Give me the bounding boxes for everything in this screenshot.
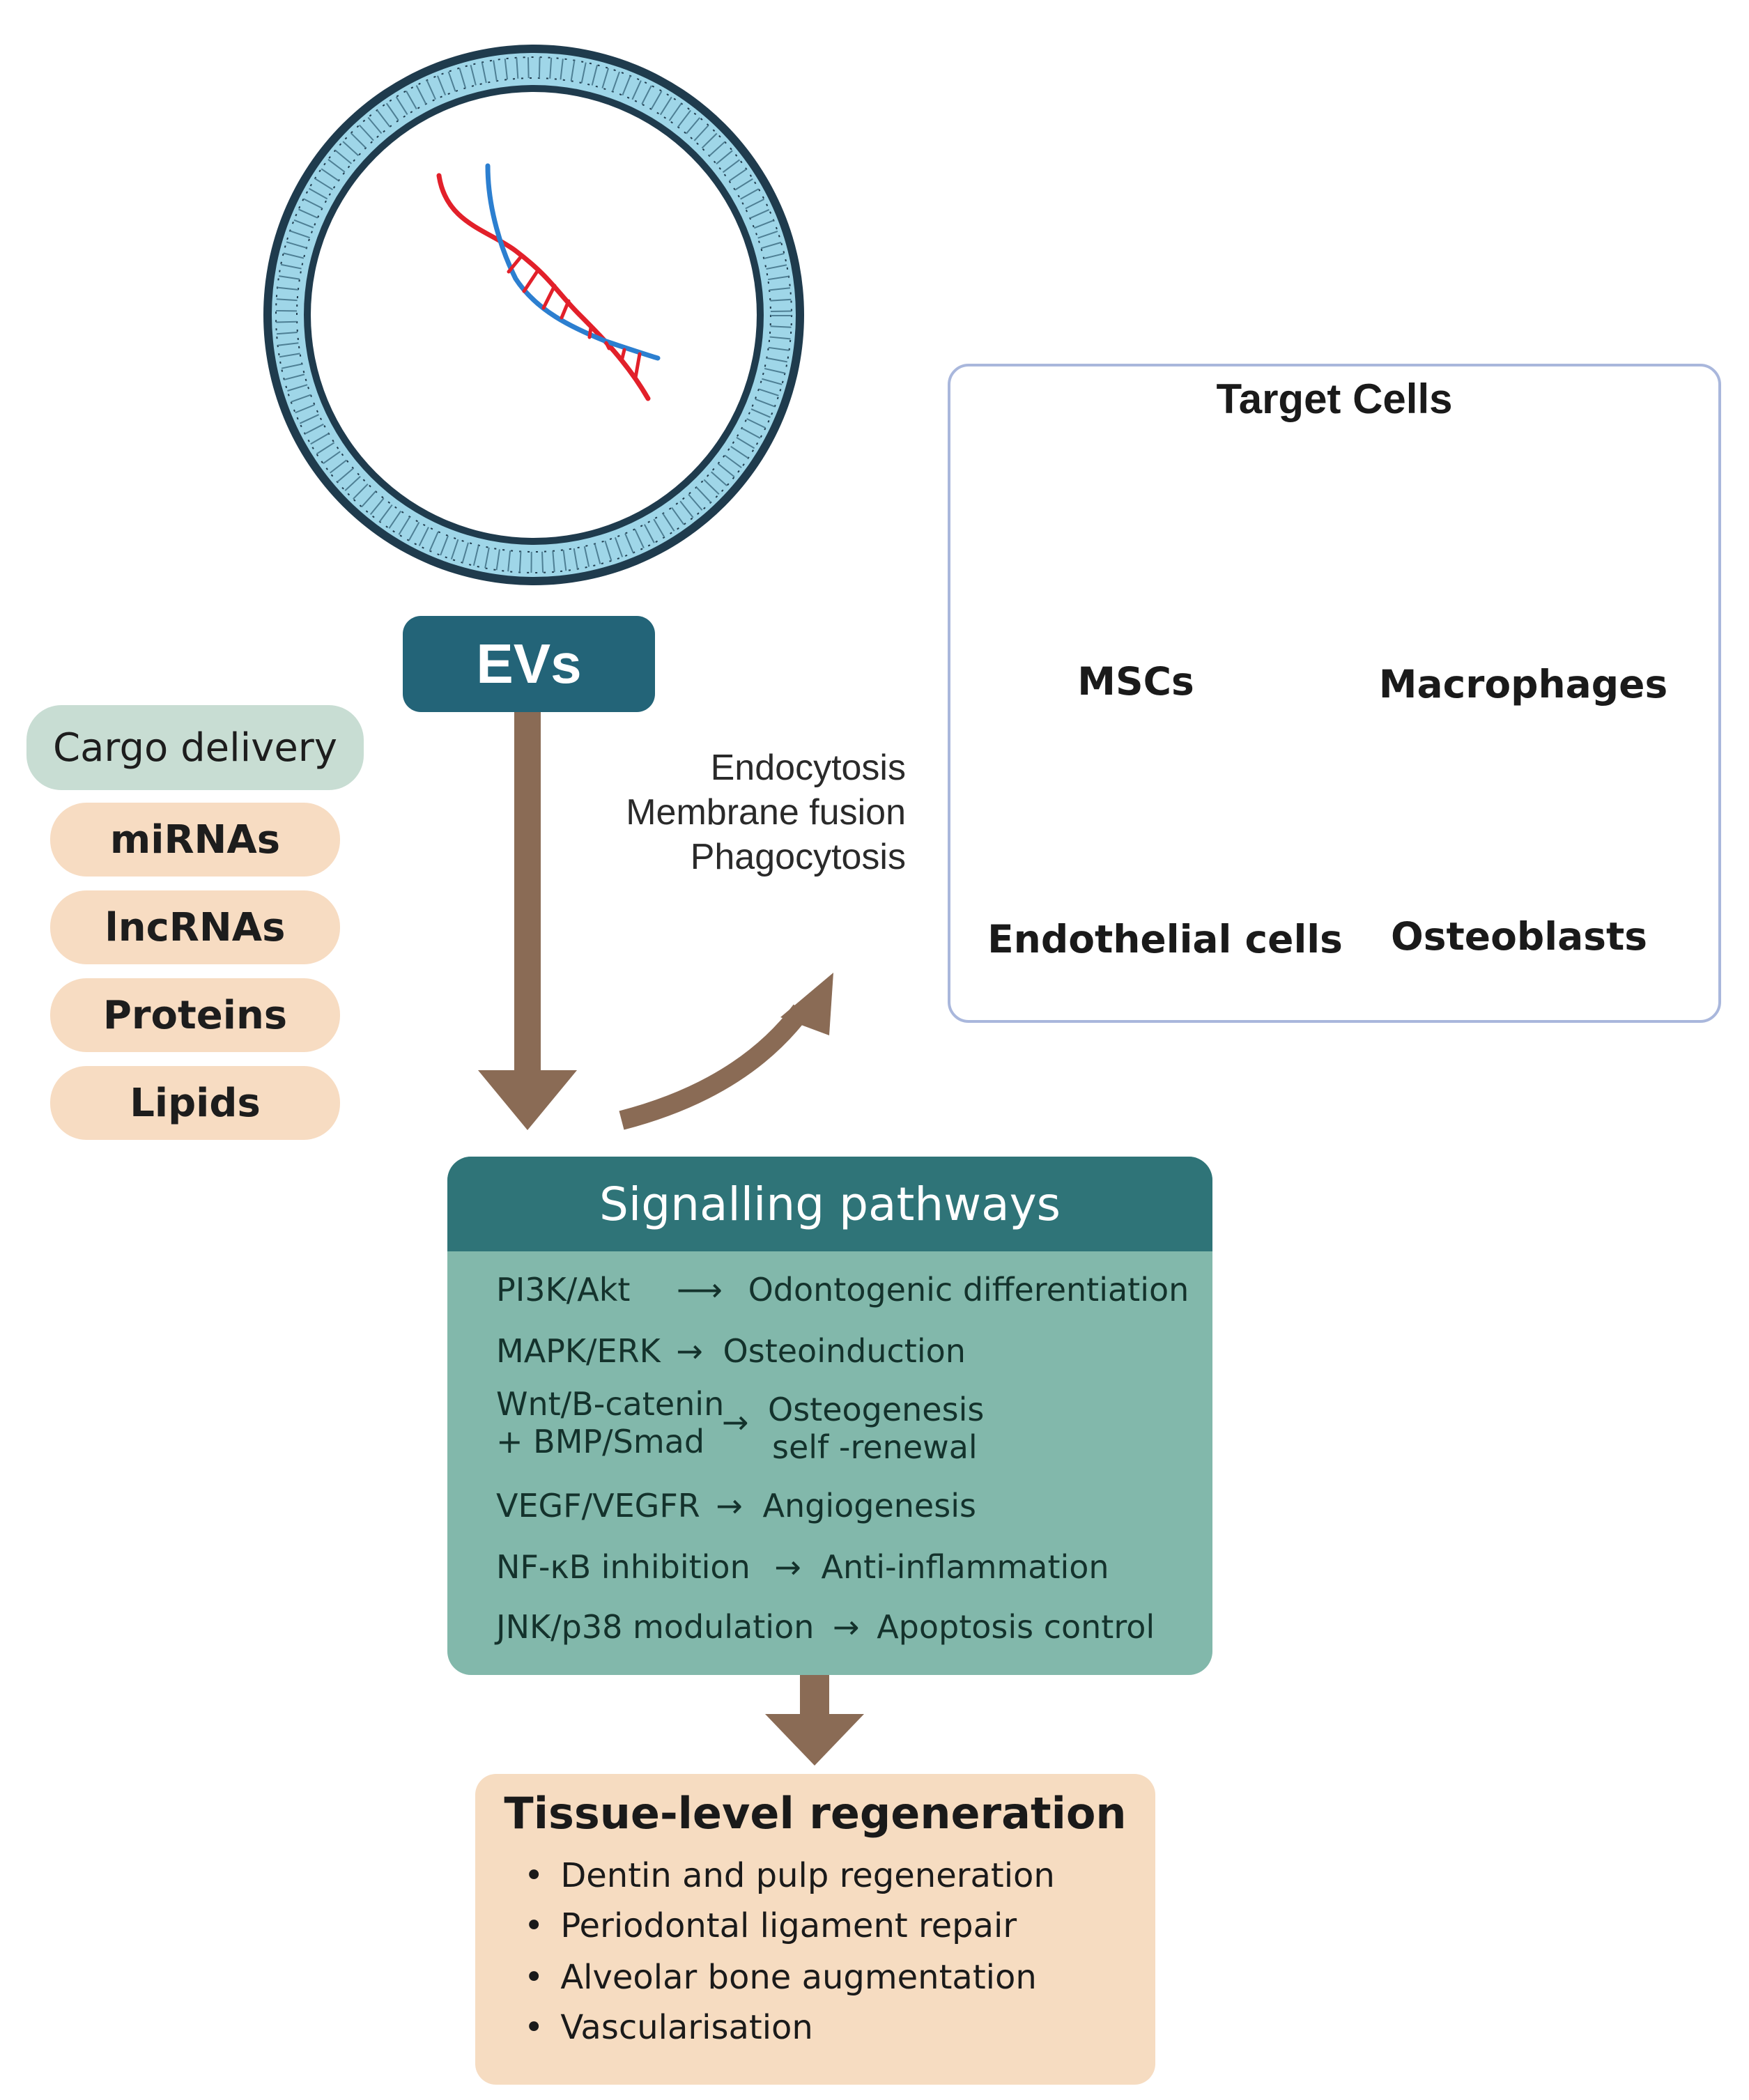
bullet-icon: •: [524, 1958, 544, 1997]
tissue-regeneration-title: Tissue-level regeneration: [504, 1788, 1127, 1839]
tissue-outcome-text: Alveolar bone augmentation: [560, 1958, 1037, 1997]
pathway-row: VEGF/VEGFR → Angiogenesis: [496, 1487, 976, 1524]
pathway-arrow-icon: →: [716, 1487, 743, 1524]
pathway-name: VEGF/VEGFR: [496, 1487, 700, 1524]
cargo-item-proteins: Proteins: [50, 978, 340, 1052]
cargo-item-lncrnas: lncRNAs: [50, 890, 340, 964]
pathway-arrow-icon: →: [676, 1332, 703, 1370]
tissue-outcome-item: • Dentin and pulp regeneration: [524, 1856, 1055, 1895]
pathway-name: PI3K/Akt: [496, 1271, 631, 1308]
ev-label: EVs: [403, 616, 655, 712]
bullet-icon: •: [524, 1906, 544, 1945]
target-cells-panel: [948, 364, 1721, 1023]
tissue-outcome-text: Periodontal ligament repair: [560, 1906, 1017, 1945]
bullet-icon: •: [524, 2008, 544, 2047]
tissue-outcome-text: Vascularisation: [560, 2008, 813, 2047]
pathway-row: NF-κB inhibition → Anti-inflammation: [496, 1548, 1109, 1586]
pathway-name-secondary: + BMP/Smad: [496, 1423, 705, 1460]
pathway-outcome: Odontogenic differentiation: [748, 1271, 1189, 1308]
pathway-name: JNK/p38 modulation: [496, 1608, 815, 1646]
pathway-row: JNK/p38 modulation → Apoptosis control: [496, 1608, 1155, 1646]
mechanism-membrane-fusion: Membrane fusion: [626, 792, 906, 833]
pathway-arrow-icon: →: [774, 1548, 801, 1586]
tissue-outcome-item: • Alveolar bone augmentation: [524, 1958, 1037, 1997]
pathway-name: Wnt/B-catenin: [496, 1385, 725, 1423]
pathway-arrow-icon: ⟶: [677, 1271, 723, 1308]
pathway-outcome: Apoptosis control: [877, 1608, 1155, 1646]
signalling-pathways-title: Signalling pathways: [447, 1157, 1212, 1251]
pathway-name: MAPK/ERK: [496, 1332, 661, 1370]
dna-icon: [436, 163, 661, 401]
cell-label-endothelial-cells: Endothelial cells: [987, 917, 1343, 962]
pathway-arrow-icon: →: [722, 1403, 749, 1441]
down-arrow-signalling-to-tissue: [765, 1674, 864, 1766]
pathway-row: MAPK/ERK → Osteoinduction: [496, 1332, 966, 1370]
bullet-icon: •: [524, 1856, 544, 1895]
pathway-arrow-icon: →: [833, 1608, 860, 1646]
pathway-outcome-secondary: self -renewal: [772, 1428, 978, 1466]
cell-label-mscs: MSCs: [1077, 659, 1194, 704]
tissue-outcome-text: Dentin and pulp regeneration: [560, 1856, 1055, 1895]
mechanism-endocytosis: Endocytosis: [710, 748, 906, 788]
tissue-regeneration-panel: Tissue-level regeneration • Dentin and pu…: [475, 1774, 1155, 2085]
pathway-row: PI3K/Akt ⟶ Odontogenic differentiation: [496, 1271, 1189, 1308]
pathway-outcome: Osteogenesis: [768, 1391, 985, 1428]
cell-label-osteoblasts: Osteoblasts: [1391, 914, 1647, 959]
mechanism-phagocytosis: Phagocytosis: [690, 837, 906, 877]
tissue-outcome-item: • Vascularisation: [524, 2008, 813, 2047]
pathway-outcome: Anti-inflammation: [821, 1548, 1109, 1586]
tissue-outcome-item: • Periodontal ligament repair: [524, 1906, 1017, 1945]
pathway-name: NF-κB inhibition: [496, 1548, 750, 1586]
down-arrow-ev-to-signalling: [478, 711, 577, 1130]
curved-arrow-to-target-cells: [619, 973, 833, 1130]
target-cells-title: Target Cells: [1216, 376, 1453, 422]
cargo-item-mirnas: miRNAs: [50, 803, 340, 877]
pathway-outcome: Angiogenesis: [762, 1487, 976, 1524]
cell-label-macrophages: Macrophages: [1378, 662, 1668, 707]
cargo-item-lipids: Lipids: [50, 1066, 340, 1140]
extracellular-vesicle-icon: [263, 45, 804, 585]
pathway-outcome: Osteoinduction: [723, 1332, 966, 1370]
signalling-pathways-panel: Signalling pathways PI3K/Akt ⟶ Odontogen…: [447, 1157, 1212, 1675]
cargo-delivery-title: Cargo delivery: [26, 705, 364, 790]
